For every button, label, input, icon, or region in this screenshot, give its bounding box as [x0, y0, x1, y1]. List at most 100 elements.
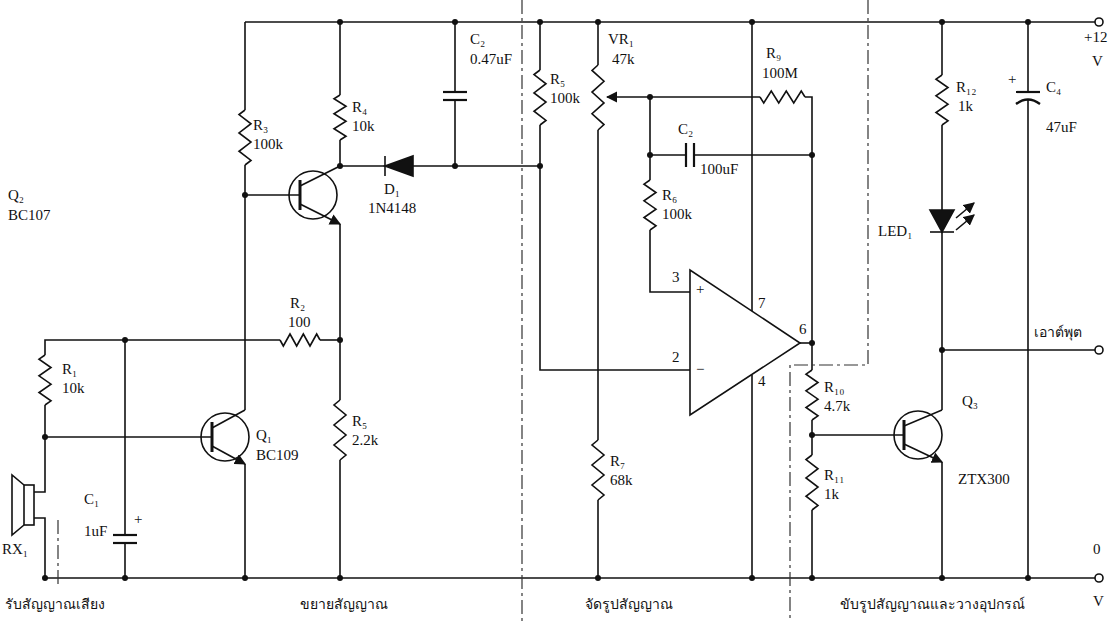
part-name: R₃ [253, 116, 268, 134]
wire [44, 405, 46, 437]
transistor-symbol [289, 171, 337, 219]
pin-label: + [696, 280, 704, 298]
junction-dot [452, 19, 458, 25]
wire [751, 375, 753, 578]
resistor-symbol [806, 370, 818, 420]
wire [34, 518, 45, 578]
wire [1027, 22, 1029, 92]
wire [941, 125, 943, 210]
wire [811, 510, 813, 578]
led-bar [930, 231, 954, 233]
junction-dot [595, 575, 601, 581]
wire [650, 154, 686, 156]
part-name: R₁₂ [956, 78, 976, 96]
pin-label: − [696, 360, 704, 378]
pin-label: + [134, 510, 142, 528]
junction-dot [122, 575, 128, 581]
terminal [1095, 346, 1103, 354]
wire [941, 22, 943, 75]
junction-dot [337, 575, 343, 581]
wire [454, 100, 456, 166]
capacitor-plate [685, 143, 687, 167]
resistor-symbol [334, 400, 346, 460]
resistor-symbol [534, 70, 546, 125]
part-name: R₁₀ [824, 378, 844, 396]
pin-label: 7 [758, 294, 766, 312]
diode-symbol [385, 156, 413, 176]
wire [941, 462, 943, 578]
part-name: Q₃ [962, 392, 978, 410]
wire [597, 130, 599, 440]
resistor-symbol [280, 334, 320, 346]
part-name: VR₁ [608, 30, 634, 48]
wire [45, 436, 212, 438]
section-label: รับสัญญาณเสียง [5, 594, 105, 614]
wire [540, 125, 690, 370]
light-arrow [956, 203, 974, 218]
wire [245, 21, 1095, 23]
capacitor-plate [1016, 91, 1040, 93]
terminal [1095, 18, 1103, 26]
part-value: 47uF [1046, 118, 1077, 136]
pin-label: +12 [1084, 28, 1107, 46]
part-name: C₄ [1046, 78, 1061, 96]
wire [244, 464, 246, 578]
part-name: RX₁ [2, 540, 28, 558]
part-name: Q₂ [8, 186, 24, 204]
junction-dot [647, 152, 653, 158]
part-name: R₅ [352, 412, 367, 430]
junction-dot [939, 575, 945, 581]
capacitor-plate [113, 534, 137, 536]
junction-dot [42, 575, 48, 581]
wire [45, 577, 1095, 579]
section-boundary [521, 0, 522, 621]
speaker-symbol [24, 485, 34, 525]
junction-dot [939, 19, 945, 25]
part-name: R₉ [766, 44, 781, 62]
part-value: 4.7k [824, 397, 850, 415]
part-value: 47k [612, 50, 635, 68]
junction-dot [809, 152, 815, 158]
junction-dot [537, 19, 543, 25]
wire [812, 434, 904, 436]
resistor-symbol [806, 455, 818, 510]
resistor-symbol [592, 65, 604, 130]
wire [650, 96, 760, 98]
junction-dot [337, 19, 343, 25]
part-name: R₂ [290, 294, 305, 312]
part-value: 100 [288, 313, 311, 331]
wire [597, 500, 599, 578]
section-label: ขับรูปสัญญาณและวางอุปกรณ์ [840, 594, 1025, 614]
wire [539, 22, 541, 70]
part-value: 68k [610, 471, 633, 489]
junction-dot [749, 575, 755, 581]
capacitor-plate [443, 91, 467, 93]
part-value: 1k [824, 485, 839, 503]
capacitor-plate [693, 143, 695, 167]
wire [649, 97, 651, 180]
junction-dot [122, 337, 128, 343]
pin-label: 6 [799, 320, 807, 338]
resistor-symbol [239, 110, 251, 165]
junction-dot [595, 19, 601, 25]
part-value: ZTX300 [958, 470, 1010, 488]
led-symbol [930, 210, 954, 232]
wire [339, 140, 341, 166]
part-name: R₁₁ [824, 466, 844, 484]
resistor-symbol [334, 95, 346, 140]
pin-label: 4 [758, 372, 766, 390]
junction-dot [537, 163, 543, 169]
part-name: C₂ [678, 120, 693, 138]
opamp-symbol [690, 270, 800, 415]
diode-bar [384, 156, 386, 176]
wire [244, 165, 246, 410]
speaker-cone [12, 475, 24, 535]
wire [339, 22, 341, 95]
part-name: C₂ [470, 30, 485, 48]
wire [454, 22, 456, 92]
wire [124, 543, 126, 578]
capacitor-plate [443, 99, 467, 101]
part-value: 100uF [700, 160, 738, 178]
section-boundary [57, 520, 58, 588]
wire [340, 165, 385, 167]
